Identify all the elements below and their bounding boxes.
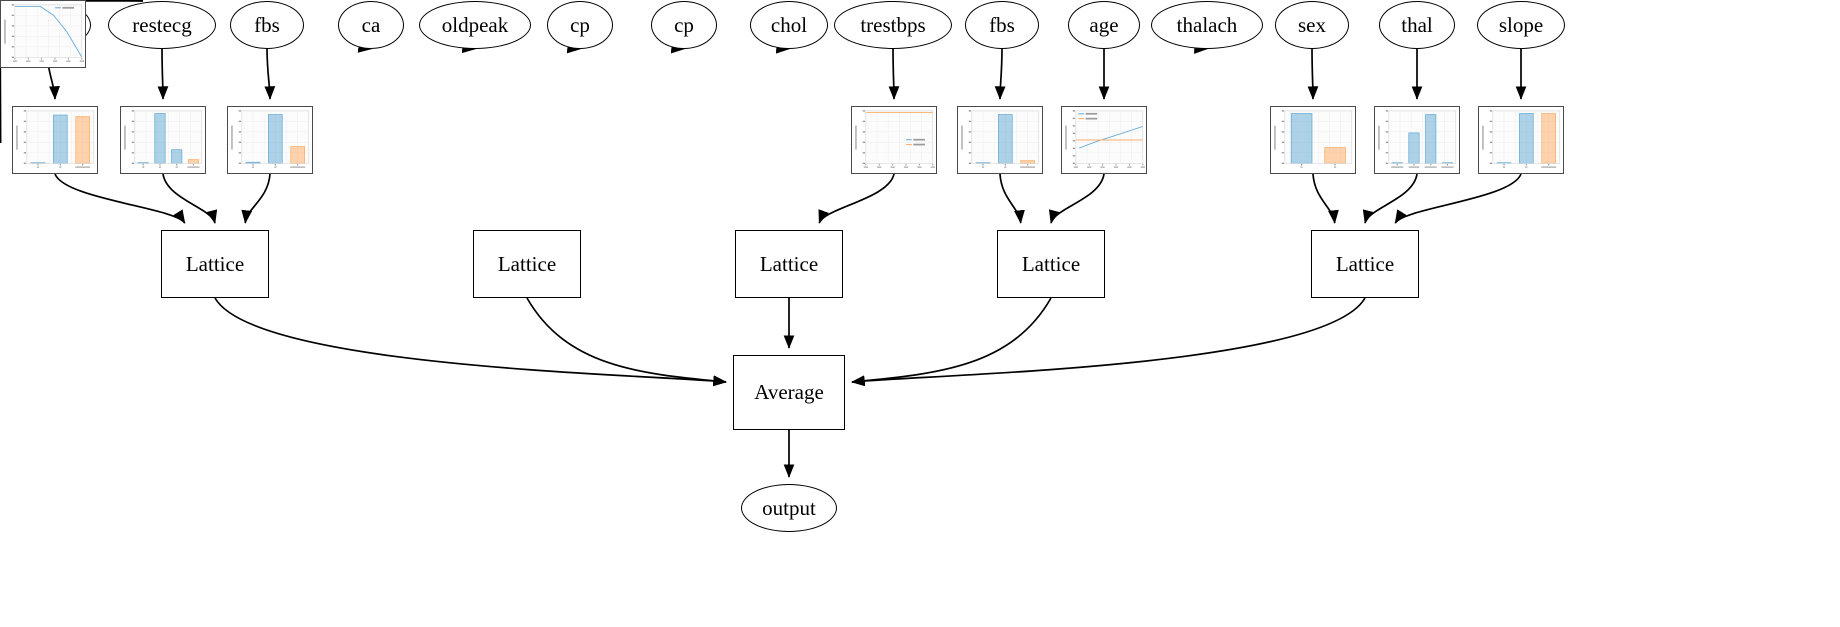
feature-node-cp[interactable]: cp xyxy=(651,1,717,49)
edge xyxy=(241,173,271,224)
feature-node-sex[interactable]: sex xyxy=(1275,1,1349,49)
feature-node-trestbps[interactable]: trestbps xyxy=(834,1,952,49)
feature-node-label: restecg xyxy=(132,12,192,37)
calibrator-plot-fbs-9[interactable] xyxy=(957,106,1043,174)
feature-node-label: fbs xyxy=(989,12,1015,37)
output-node[interactable]: output xyxy=(741,484,837,532)
lattice-node-label: Lattice xyxy=(1021,251,1081,276)
lattice-node-label: Lattice xyxy=(497,251,557,276)
calibrator-plot-thal-13[interactable] xyxy=(1374,106,1460,174)
lattice-node-label: Lattice xyxy=(1335,251,1395,276)
calibrator-plot-canvas xyxy=(1271,107,1355,173)
calibrator-plot-canvas xyxy=(958,107,1042,173)
feature-node-oldpeak[interactable]: oldpeak xyxy=(419,1,531,49)
edge xyxy=(54,173,186,224)
feature-node-slope[interactable]: slope xyxy=(1477,1,1565,49)
edge xyxy=(526,297,727,387)
feature-node-label: trestbps xyxy=(860,12,926,37)
edge xyxy=(888,48,900,100)
calibrator-plot-restecg-1[interactable] xyxy=(120,106,206,174)
feature-node-label: cp xyxy=(570,12,590,37)
calibrator-plot-trestbps-8[interactable] xyxy=(851,106,937,174)
calibrator-plot-canvas xyxy=(1375,107,1459,173)
edge xyxy=(851,297,1366,387)
feature-node-label: cp xyxy=(674,12,694,37)
calibrator-plot-canvas xyxy=(1,1,85,67)
edge xyxy=(214,297,727,387)
feature-node-label: slope xyxy=(1498,12,1544,37)
edge xyxy=(1394,173,1522,224)
feature-node-chol[interactable]: chol xyxy=(750,1,828,49)
edge xyxy=(851,297,1052,387)
edge xyxy=(157,48,169,100)
calibrator-plot-thalach-11[interactable] xyxy=(0,0,86,68)
feature-node-cp[interactable]: cp xyxy=(547,1,613,49)
average-node-label: Average xyxy=(754,380,824,404)
calibrator-plot-canvas xyxy=(1479,107,1563,173)
lattice-node-0[interactable]: Lattice xyxy=(161,230,269,298)
lattice-node-label: Lattice xyxy=(759,251,819,276)
feature-node-fbs[interactable]: fbs xyxy=(965,1,1039,49)
calibrator-plot-canvas xyxy=(13,107,97,173)
feature-node-label: sex xyxy=(1298,12,1326,37)
lattice-node-label: Lattice xyxy=(185,251,245,276)
lattice-node-2[interactable]: Lattice xyxy=(735,230,843,298)
calibrator-plot-exang-0[interactable] xyxy=(12,106,98,174)
calibrator-plot-canvas xyxy=(852,107,936,173)
feature-node-thalach[interactable]: thalach xyxy=(1151,1,1263,49)
edge xyxy=(1362,173,1418,224)
calibrator-plot-canvas xyxy=(228,107,312,173)
output-node-label: output xyxy=(762,495,816,520)
feature-node-label: thal xyxy=(1401,12,1433,37)
feature-node-age[interactable]: age xyxy=(1068,1,1140,49)
feature-node-label: thalach xyxy=(1176,12,1238,37)
feature-node-label: fbs xyxy=(254,12,280,37)
lattice-node-1[interactable]: Lattice xyxy=(473,230,581,298)
edge xyxy=(1312,173,1339,224)
lattice-node-4[interactable]: Lattice xyxy=(1311,230,1419,298)
edge xyxy=(1048,173,1105,224)
edge xyxy=(999,173,1025,224)
lattice-node-3[interactable]: Lattice xyxy=(997,230,1105,298)
edge xyxy=(162,173,218,224)
feature-node-fbs[interactable]: fbs xyxy=(230,1,304,49)
feature-node-thal[interactable]: thal xyxy=(1379,1,1455,49)
edge xyxy=(264,48,276,100)
calibrator-plot-canvas xyxy=(1062,107,1146,173)
edge xyxy=(994,48,1006,100)
calibrator-plot-fbs-2[interactable] xyxy=(227,106,313,174)
feature-node-restecg[interactable]: restecg xyxy=(108,1,216,49)
calibrator-plot-slope-14[interactable] xyxy=(1478,106,1564,174)
calibrator-plot-age-10[interactable] xyxy=(1061,106,1147,174)
average-node[interactable]: Average xyxy=(733,355,845,430)
feature-node-ca[interactable]: ca xyxy=(338,1,404,49)
feature-node-label: ca xyxy=(361,12,381,37)
edge xyxy=(1307,48,1319,100)
calibrator-plot-canvas xyxy=(121,107,205,173)
edge xyxy=(818,173,895,224)
feature-node-label: age xyxy=(1089,12,1119,37)
feature-node-label: oldpeak xyxy=(441,12,509,37)
feature-node-label: chol xyxy=(770,12,808,37)
calibrator-plot-sex-12[interactable] xyxy=(1270,106,1356,174)
